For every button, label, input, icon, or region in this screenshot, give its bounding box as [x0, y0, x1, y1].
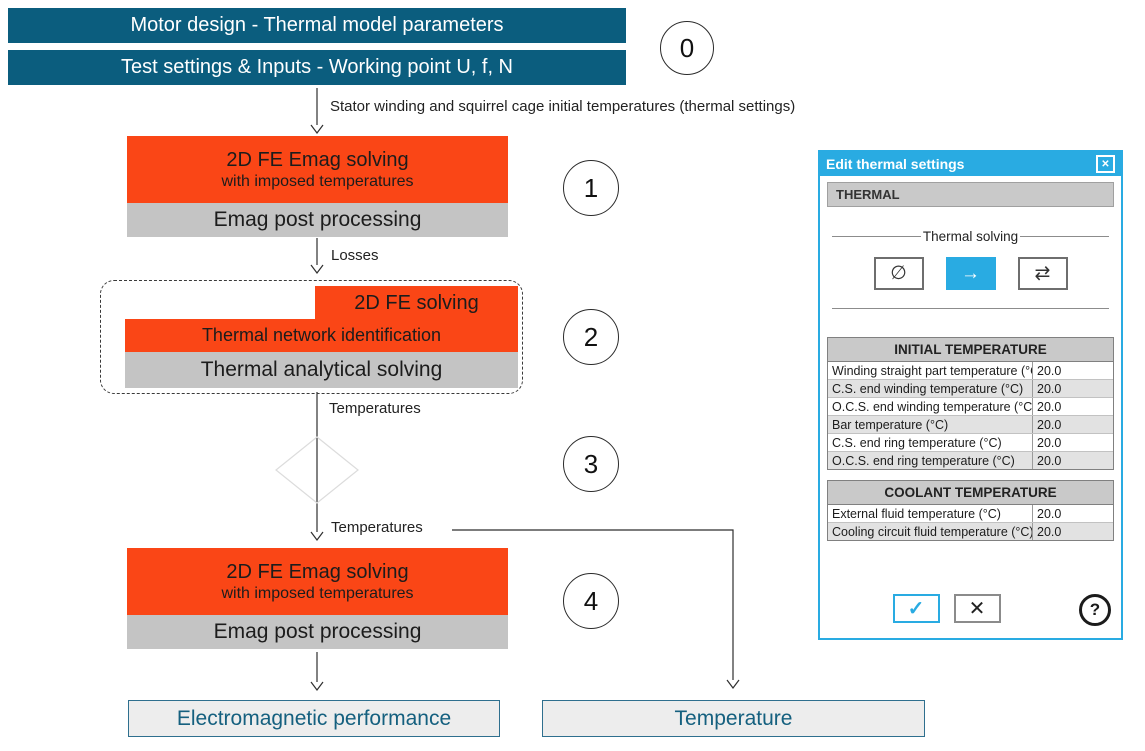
- step-badge-1: 1: [563, 160, 619, 216]
- param-value-field[interactable]: 20.0: [1032, 452, 1113, 469]
- banner-test-settings: Test settings & Inputs - Working point U…: [8, 50, 626, 85]
- dialog-title: Edit thermal settings: [826, 156, 965, 172]
- table-row: O.C.S. end winding temperature (°C) 20.0: [828, 398, 1113, 416]
- thermal-solving-group-label: Thermal solving: [832, 229, 1110, 244]
- block-thermal-analytical: Thermal analytical solving: [125, 352, 518, 388]
- param-label: C.S. end winding temperature (°C): [832, 381, 1024, 396]
- block-emag-post-1: Emag post processing: [127, 203, 508, 237]
- param-value-field[interactable]: 20.0: [1032, 416, 1113, 433]
- ok-button[interactable]: ✓: [892, 594, 940, 623]
- label-temperatures-out: Temperatures: [331, 519, 423, 536]
- arrow-losses-head: [310, 264, 324, 274]
- param-label: O.C.S. end ring temperature (°C): [832, 453, 1015, 468]
- ok-cancel-group: ✓ ✕: [892, 594, 1001, 623]
- x-icon: ✕: [968, 598, 986, 620]
- checkmark-icon: ✓: [907, 598, 925, 620]
- table-row: Cooling circuit fluid temperature (°C) 2…: [828, 523, 1113, 540]
- banner-test-settings-label: Test settings & Inputs - Working point U…: [120, 56, 513, 78]
- legend-line-right: [1020, 236, 1110, 237]
- question-mark-icon: ?: [1089, 600, 1101, 619]
- param-value-field[interactable]: 20.0: [1032, 505, 1113, 522]
- table-row: O.C.S. end ring temperature (°C) 20.0: [828, 452, 1113, 469]
- legend-line-left: [832, 236, 921, 237]
- empty-set-icon: ∅: [890, 263, 907, 284]
- param-label: C.S. end ring temperature (°C): [832, 435, 1002, 450]
- close-icon[interactable]: ✕: [1096, 155, 1115, 173]
- label-temperatures-mid: Temperatures: [329, 400, 421, 417]
- param-value-field[interactable]: 20.0: [1032, 434, 1113, 451]
- param-label: External fluid temperature (°C): [832, 506, 1001, 521]
- table-row: External fluid temperature (°C) 20.0: [828, 505, 1113, 523]
- label-losses: Losses: [331, 247, 379, 264]
- block-emag-solving-1-subtitle: with imposed temperatures: [221, 173, 414, 190]
- step-badge-0: 0: [660, 21, 714, 75]
- thermal-section-header-label: THERMAL: [836, 187, 900, 202]
- block-2d-fe-solving: 2D FE solving: [315, 286, 518, 319]
- param-value-field[interactable]: 20.0: [1032, 398, 1113, 415]
- table-row: Winding straight part temperature (°C) 2…: [828, 362, 1113, 380]
- table-row: Bar temperature (°C) 20.0: [828, 416, 1113, 434]
- param-value-field[interactable]: 20.0: [1032, 380, 1113, 397]
- step-badge-2: 2: [563, 309, 619, 365]
- table-row: C.S. end winding temperature (°C) 20.0: [828, 380, 1113, 398]
- thermal-solving-options: ∅ → ⇄: [820, 257, 1121, 290]
- right-arrow-icon: →: [961, 262, 980, 284]
- thermal-section-header: THERMAL: [827, 182, 1114, 207]
- label-initial-temperatures: Stator winding and squirrel cage initial…: [330, 98, 796, 115]
- banner-motor-design-label: Motor design - Thermal model parameters: [130, 14, 504, 36]
- param-value-field[interactable]: 20.0: [1032, 523, 1113, 540]
- coolant-temperature-table: COOLANT TEMPERATURE External fluid tempe…: [827, 480, 1114, 541]
- coolant-temperature-header: COOLANT TEMPERATURE: [828, 481, 1113, 505]
- param-label: O.C.S. end winding temperature (°C): [832, 399, 1032, 414]
- iterative-solving-button[interactable]: ⇄: [1017, 257, 1068, 290]
- step-badge-4: 4: [563, 573, 619, 629]
- param-label: Bar temperature (°C): [832, 417, 949, 432]
- branch-temperature-head: [726, 679, 740, 689]
- dialog-separator: [832, 308, 1109, 309]
- block-emag-post-4: Emag post processing: [127, 615, 508, 649]
- banner-motor-design: Motor design - Thermal model parameters: [8, 8, 626, 43]
- block-emag-post-4-label: Emag post processing: [213, 620, 422, 643]
- param-label: Cooling circuit fluid temperature (°C): [832, 524, 1032, 539]
- output-temperature: Temperature: [542, 700, 925, 737]
- arrow-output-head: [310, 681, 324, 691]
- output-electromagnetic-performance: Electromagnetic performance: [128, 700, 500, 737]
- block-emag-solving-1: 2D FE Emag solving with imposed temperat…: [127, 136, 508, 203]
- no-thermal-solving-button[interactable]: ∅: [873, 257, 924, 290]
- cancel-button[interactable]: ✕: [953, 594, 1001, 623]
- initial-temperature-table: INITIAL TEMPERATURE Winding straight par…: [827, 337, 1114, 470]
- arrow-temperatures-head: [310, 531, 324, 541]
- edit-thermal-settings-dialog: Edit thermal settings ✕ THERMAL Thermal …: [818, 150, 1123, 640]
- arrow-initial-head: [310, 124, 324, 134]
- dialog-title-bar[interactable]: Edit thermal settings ✕: [820, 152, 1121, 176]
- output-temperature-label: Temperature: [674, 706, 793, 730]
- step-badge-3: 3: [563, 436, 619, 492]
- block-emag-solving-4-subtitle: with imposed temperatures: [221, 585, 414, 602]
- block-emag-solving-4-title: 2D FE Emag solving: [226, 561, 409, 583]
- two-way-arrows-icon: ⇄: [1034, 263, 1051, 284]
- table-row: C.S. end ring temperature (°C) 20.0: [828, 434, 1113, 452]
- block-emag-solving-4: 2D FE Emag solving with imposed temperat…: [127, 548, 508, 615]
- block-emag-post-1-label: Emag post processing: [213, 208, 422, 231]
- dialog-footer: ✓ ✕ ?: [820, 594, 1121, 626]
- block-2d-fe-solving-label: 2D FE solving: [354, 291, 479, 314]
- thermal-solving-caption: Thermal solving: [922, 229, 1019, 244]
- param-value-field[interactable]: 20.0: [1032, 362, 1113, 379]
- block-thermal-network: Thermal network identification: [125, 319, 518, 352]
- output-electromagnetic-performance-label: Electromagnetic performance: [176, 706, 452, 730]
- param-label: Winding straight part temperature (°C): [832, 363, 1032, 378]
- block-thermal-network-label: Thermal network identification: [201, 325, 442, 345]
- block-emag-solving-1-title: 2D FE Emag solving: [226, 149, 409, 171]
- help-button[interactable]: ?: [1079, 594, 1111, 626]
- block-thermal-analytical-label: Thermal analytical solving: [200, 358, 443, 381]
- thermal-group-outline: [100, 280, 523, 394]
- one-way-solving-button[interactable]: →: [945, 257, 996, 290]
- initial-temperature-header: INITIAL TEMPERATURE: [828, 338, 1113, 362]
- decision-diamond: [275, 436, 359, 504]
